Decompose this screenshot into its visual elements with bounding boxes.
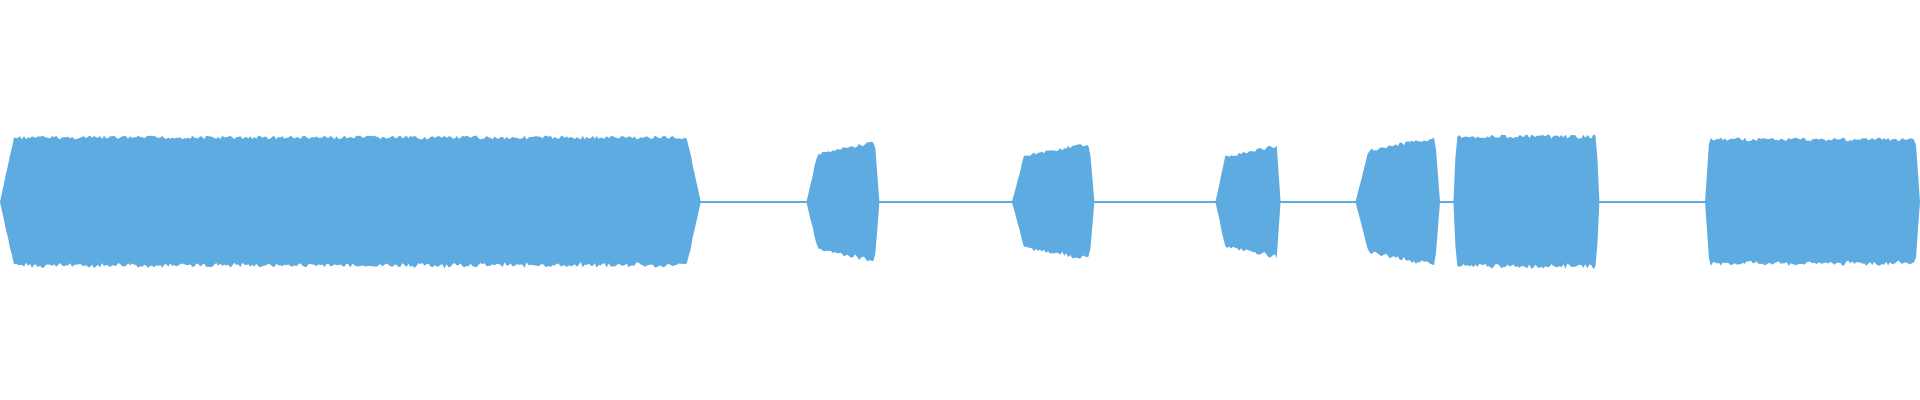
waveform-segment-6 (1453, 134, 1600, 269)
waveform-segment-5 (1355, 137, 1440, 266)
waveform-segment-3 (1011, 143, 1095, 259)
waveform-segment-2 (806, 141, 880, 262)
waveform-segment-7 (1705, 137, 1920, 266)
waveform-segment-4 (1215, 145, 1281, 259)
waveform-segment-1 (0, 135, 701, 269)
